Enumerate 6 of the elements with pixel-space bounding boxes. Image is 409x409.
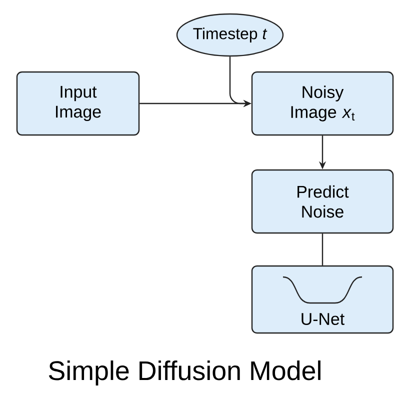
process-box: U-Net [251, 265, 394, 334]
process-box: Predict Noise [251, 169, 394, 234]
process-box: Input Image [16, 71, 140, 136]
process-box: Noisy Image x$_{t}$ [251, 71, 394, 136]
caption: Simple Diffusion Model [48, 360, 320, 386]
connector-line [322, 234, 324, 266]
